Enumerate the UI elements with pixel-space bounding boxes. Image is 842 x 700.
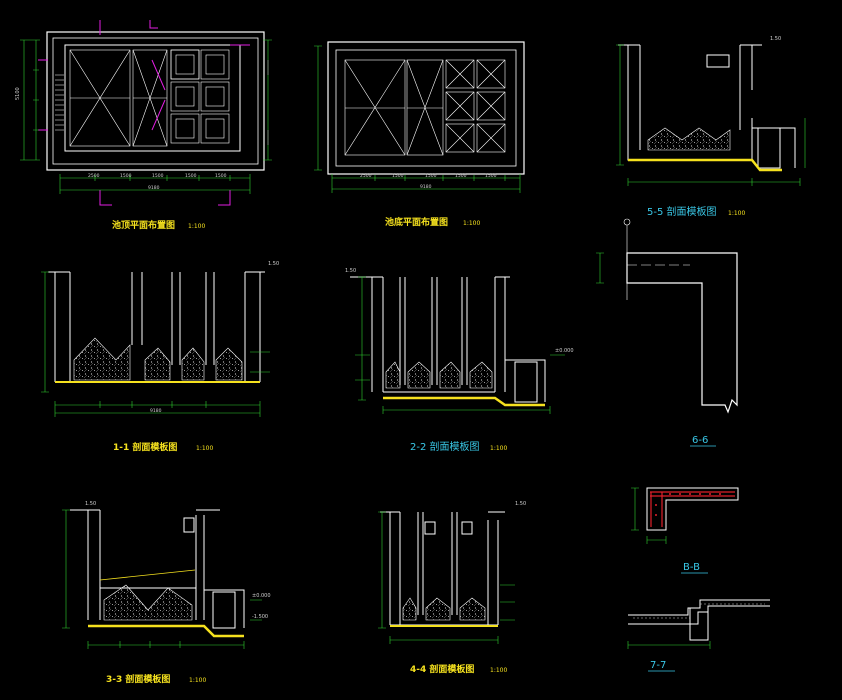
svg-text:1500: 1500 [152, 173, 164, 179]
bottom-plan-title: 池底平面布置图 [385, 216, 448, 228]
svg-text:1500: 1500 [485, 173, 497, 179]
section-3-3: 1.50 ±0.000 -1.500 3-3 剖面模板图 1:100 [62, 501, 271, 685]
sec22-scale: 1:100 [490, 445, 507, 452]
top-plan-title: 池顶平面布置图 [112, 219, 175, 231]
sec22-elev-top: 1.50 [345, 268, 356, 274]
svg-text:9180: 9180 [420, 184, 432, 190]
sec33-elev-ground: ±0.000 [252, 593, 271, 599]
sec33-scale: 1:100 [189, 677, 206, 684]
section-4-4: 1.50 4-4 剖面模板图 1:100 [378, 501, 526, 675]
sec33-elev-top: 1.50 [85, 501, 96, 507]
sec55-scale: 1:100 [728, 210, 745, 217]
svg-text:2500: 2500 [360, 173, 372, 179]
sec11-scale: 1:100 [196, 445, 213, 452]
sec66-title: 6-6 [692, 435, 708, 446]
sec11-dim-total: 9180 [150, 408, 162, 414]
sec22-elev-ground: ±0.000 [555, 348, 574, 354]
sec44-elev-top: 1.50 [515, 501, 526, 507]
section-2-2: 1.50 ±0.000 2-2 剖面模板图 1:100 [345, 268, 574, 453]
sec44-scale: 1:100 [490, 667, 507, 674]
svg-text:5100: 5100 [15, 87, 21, 100]
svg-text:1500: 1500 [215, 173, 227, 179]
sec44-title: 4-4 剖面模板图 [410, 663, 474, 675]
bottom-plan-scale: 1:100 [463, 220, 480, 227]
svg-text:1500: 1500 [455, 173, 467, 179]
svg-text:1500: 1500 [425, 173, 437, 179]
sec55-title: 5-5 剖面模板图 [647, 205, 717, 218]
sec77-title: 7-7 [650, 660, 666, 671]
sec11-title: 1-1 剖面模板图 [113, 441, 177, 453]
sec33-elev-bottom: -1.500 [252, 614, 268, 620]
bottom-plan-view: 2500 1500 1500 1500 1500 9180 池底平面布置图 1:100 [314, 41, 525, 228]
section-1-1: 9180 1.50 1-1 剖面模板图 1:100 [41, 261, 279, 453]
secbb-title: B-B [683, 562, 700, 573]
svg-text:9180: 9180 [148, 185, 160, 191]
section-b-b: B-B [631, 487, 739, 574]
sec11-elev-top: 1.50 [268, 261, 279, 267]
sec55-elev-top: 1.50 [770, 36, 781, 42]
sec22-title: 2-2 剖面模板图 [410, 440, 480, 453]
svg-text:1500: 1500 [392, 173, 404, 179]
section-6-6: 6-6 [596, 218, 738, 447]
svg-text:1500: 1500 [185, 173, 197, 179]
svg-text:1500: 1500 [120, 173, 132, 179]
top-plan-view: 2500 1500 1500 1500 1500 9180 5100 池顶平面布置图 1… [15, 20, 272, 231]
svg-text:2500: 2500 [88, 173, 100, 179]
section-7-7: 7-7 [627, 599, 770, 672]
sec33-title: 3-3 剖面模板图 [106, 673, 170, 685]
top-plan-scale: 1:100 [188, 223, 205, 230]
section-5-5: 1.50 5-5 剖面模板图 1:100 [616, 36, 806, 218]
